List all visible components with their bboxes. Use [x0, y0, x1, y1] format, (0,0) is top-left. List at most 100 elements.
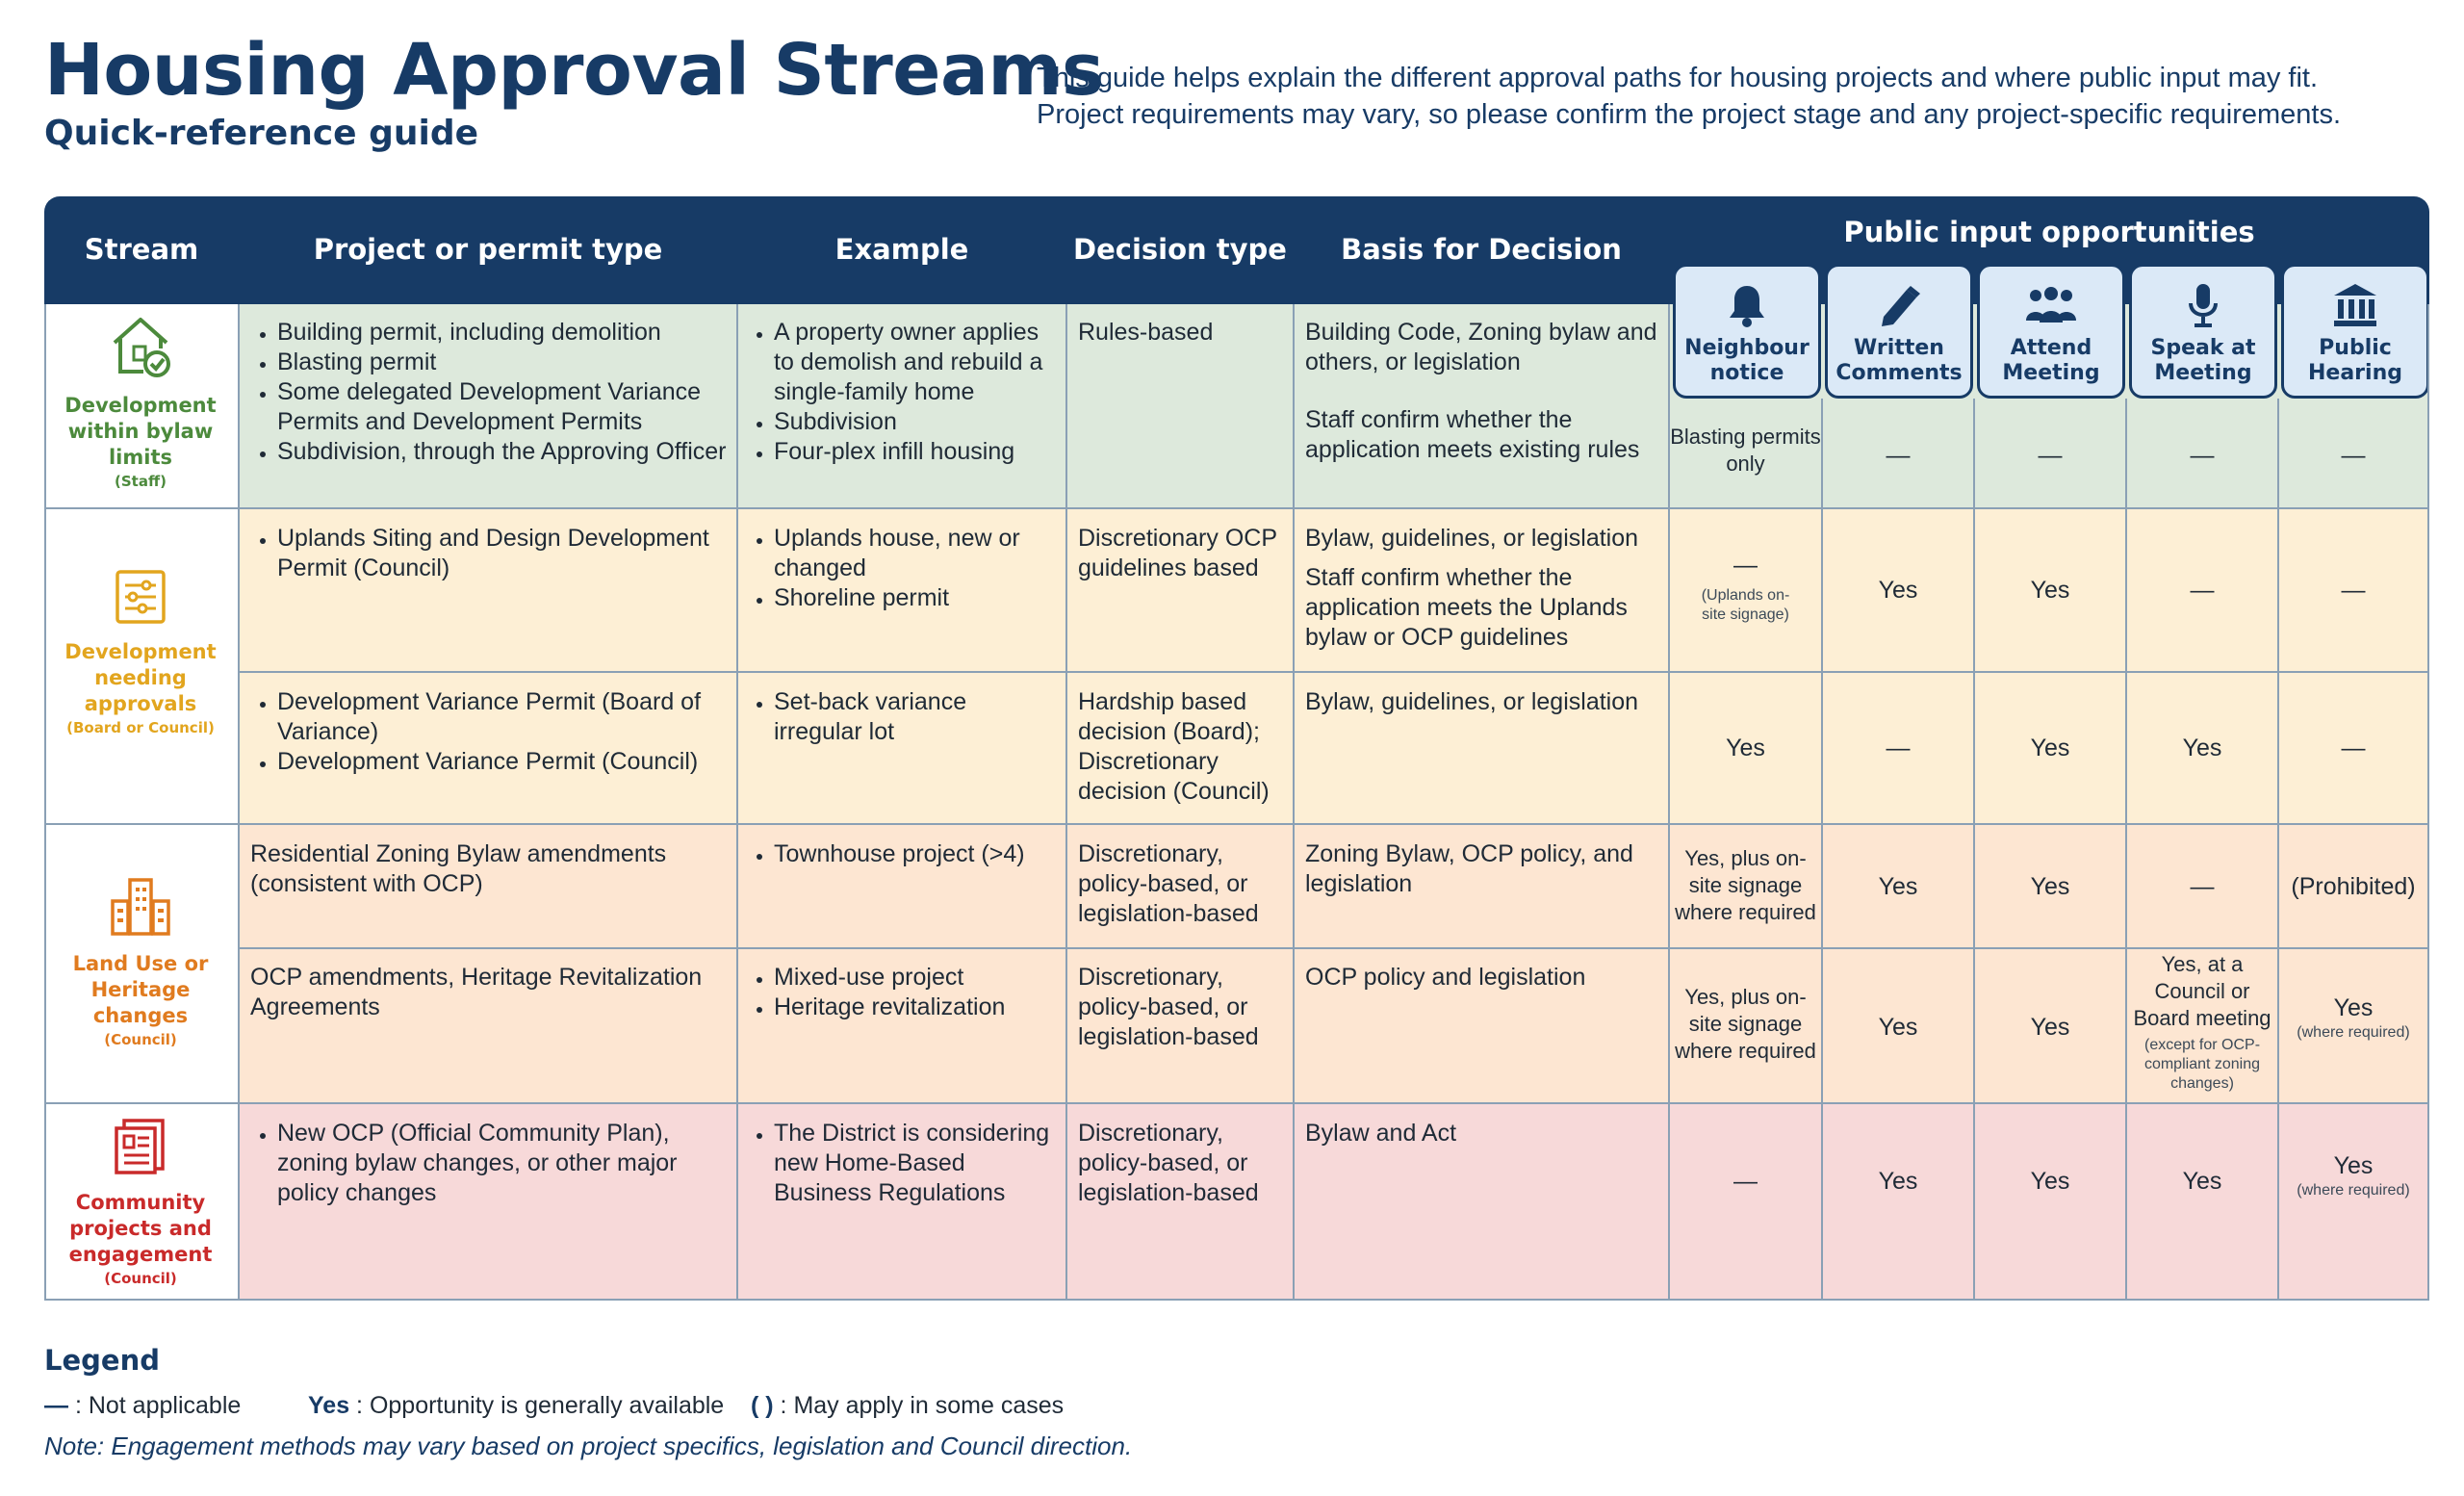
grid-line: [239, 671, 2429, 673]
grid-line: [44, 507, 2429, 509]
grid-line: [44, 1299, 2429, 1301]
list-item: Some delegated Development Variance Perm…: [277, 377, 732, 437]
cell-example: A property owner applies to demolish and…: [747, 318, 1061, 467]
page-title: Housing Approval Streams: [44, 29, 1104, 112]
cell-value: —: [1733, 552, 1758, 579]
cell-neighbour-notice: Yes, plus on-site signage where required: [1675, 985, 1816, 1063]
stream-sublabel: (Staff): [115, 473, 167, 490]
stream-sublabel: (Council): [104, 1270, 177, 1287]
grid-line: [44, 823, 2429, 825]
legend-symbol: —: [44, 1392, 68, 1419]
grid-line: [2125, 399, 2127, 1301]
cell-note: (where required): [2297, 1024, 2410, 1041]
stream-label-line: approvals: [84, 692, 197, 715]
basis-text: Building Code, Zoning bylaw and others, …: [1305, 319, 1657, 375]
microphone-icon: [2189, 284, 2218, 327]
tile-label-2: Meeting: [2154, 361, 2252, 385]
legend-symbol: Yes: [308, 1392, 350, 1419]
tile-label-1: Attend: [2010, 336, 2092, 360]
cell-public-hearing: Yes (where required): [2278, 1151, 2428, 1200]
list-item: Development Variance Permit (Council): [277, 747, 732, 777]
cell-decision: Discretionary OCP guidelines based: [1078, 525, 1277, 581]
cell-project: Residential Zoning Bylaw amendments (con…: [250, 840, 667, 897]
stream-label-line: Land Use or: [72, 952, 209, 975]
cell-basis: Bylaw and Act: [1305, 1120, 1457, 1147]
list-item: Mixed-use project: [774, 963, 1061, 993]
list-item: Subdivision, through the Approving Offic…: [277, 437, 732, 467]
list-item: A property owner applies to demolish and…: [774, 318, 1061, 407]
cell-speak-meeting: Yes: [2182, 735, 2222, 761]
cell-decision: Rules-based: [1078, 319, 1214, 346]
cell-value: Yes: [2333, 994, 2374, 1021]
clipboard-icon: [115, 1119, 165, 1174]
header-example: Example: [834, 233, 969, 266]
stream-sublabel: (Board or Council): [66, 719, 215, 736]
cell-project: Uplands Siting and Design Development Pe…: [250, 524, 732, 583]
house-check-icon: [113, 318, 170, 377]
cell-basis: OCP policy and legislation: [1305, 964, 1586, 991]
building-icon: [2334, 284, 2376, 326]
tile-public-hearing: Public Hearing: [2281, 264, 2429, 399]
basis-note: Staff confirm whether the application me…: [1305, 406, 1640, 463]
cell-basis: Zoning Bylaw, OCP policy, and legislatio…: [1305, 840, 1633, 897]
cell-public-hearing: —: [2341, 442, 2366, 469]
cell-attend-meeting: Yes: [2030, 1168, 2070, 1195]
legend-text: : May apply in some cases: [773, 1392, 1065, 1419]
tile-label-2: notice: [1709, 361, 1784, 385]
cell-example: Uplands house, new or changed Shoreline …: [747, 524, 1061, 613]
grid-line: [239, 947, 2429, 949]
cell-example: The District is considering new Home-Bas…: [747, 1119, 1061, 1208]
list-item: Uplands house, new or changed: [774, 524, 1061, 583]
cell-attend-meeting: Yes: [2030, 873, 2070, 900]
cell-speak-meeting: —: [2190, 873, 2215, 900]
cell-speak-meeting: —: [2190, 442, 2215, 469]
cell-basis: Bylaw, guidelines, or legislation: [1305, 688, 1639, 715]
tile-speak-at-meeting: Speak at Meeting: [2129, 264, 2277, 399]
cell-attend-meeting: —: [2038, 442, 2063, 469]
tile-label-2: Hearing: [2308, 361, 2402, 385]
cell-decision: Discretionary, policy-based, or legislat…: [1078, 1120, 1259, 1206]
cell-speak-meeting: Yes, at a Council or Board meeting (exce…: [2128, 951, 2276, 1094]
grid-line: [1065, 304, 1067, 1301]
tile-attend-meeting: Attend Meeting: [1977, 264, 2125, 399]
legend-not-applicable: — : Not applicable: [44, 1392, 241, 1420]
list-item: Blasting permit: [277, 348, 732, 377]
cell-decision: Hardship based decision (Board); Discret…: [1078, 688, 1270, 805]
list-item: Subdivision: [774, 407, 1061, 437]
header-public-input: Public input opportunities: [1843, 216, 2255, 248]
list-item: Building permit, including demolition: [277, 318, 732, 348]
legend-symbol: ( ): [751, 1392, 774, 1419]
cell-decision: Discretionary, policy-based, or legislat…: [1078, 840, 1259, 927]
cell-decision: Discretionary, policy-based, or legislat…: [1078, 964, 1259, 1050]
buildings-icon: [111, 878, 170, 936]
tile-label-1: Written: [1854, 336, 1944, 360]
grid-line: [238, 304, 240, 1301]
cell-neighbour-notice: Blasting permits only: [1670, 425, 1821, 476]
cell-project: OCP amendments, Heritage Revitalization …: [250, 964, 703, 1020]
cell-attend-meeting: Yes: [2030, 577, 2070, 604]
stream-label-line: engagement: [68, 1243, 213, 1266]
header-project: Project or permit type: [313, 233, 663, 266]
cell-written-comments: Yes: [1878, 873, 1918, 900]
cell-note: (where required): [2297, 1182, 2410, 1199]
cell-basis: Building Code, Zoning bylaw and others, …: [1305, 318, 1667, 465]
basis-note: Staff confirm whether the application me…: [1305, 564, 1628, 651]
people-icon: [2026, 287, 2076, 322]
cell-written-comments: Yes: [1878, 1168, 1918, 1195]
cell-speak-meeting: Yes: [2182, 1168, 2222, 1195]
cell-public-hearing: —: [2341, 735, 2366, 761]
stream-label-line: Development: [64, 394, 217, 417]
grid-line: [736, 304, 738, 1301]
cell-attend-meeting: Yes: [2030, 1014, 2070, 1041]
header-stream: Stream: [84, 233, 199, 266]
list-item: Set-back variance irregular lot: [774, 687, 1061, 747]
grid-line: [1668, 304, 1670, 1301]
checklist-icon: [116, 570, 166, 624]
grid-line: [1973, 399, 1975, 1301]
grid-line: [1293, 304, 1295, 1301]
legend-text: : Not applicable: [68, 1392, 242, 1419]
cell-project: Development Variance Permit (Board of Va…: [250, 687, 732, 777]
list-item: Heritage revitalization: [774, 993, 1061, 1022]
bell-icon: [1730, 286, 1764, 327]
cell-written-comments: Yes: [1878, 577, 1918, 604]
